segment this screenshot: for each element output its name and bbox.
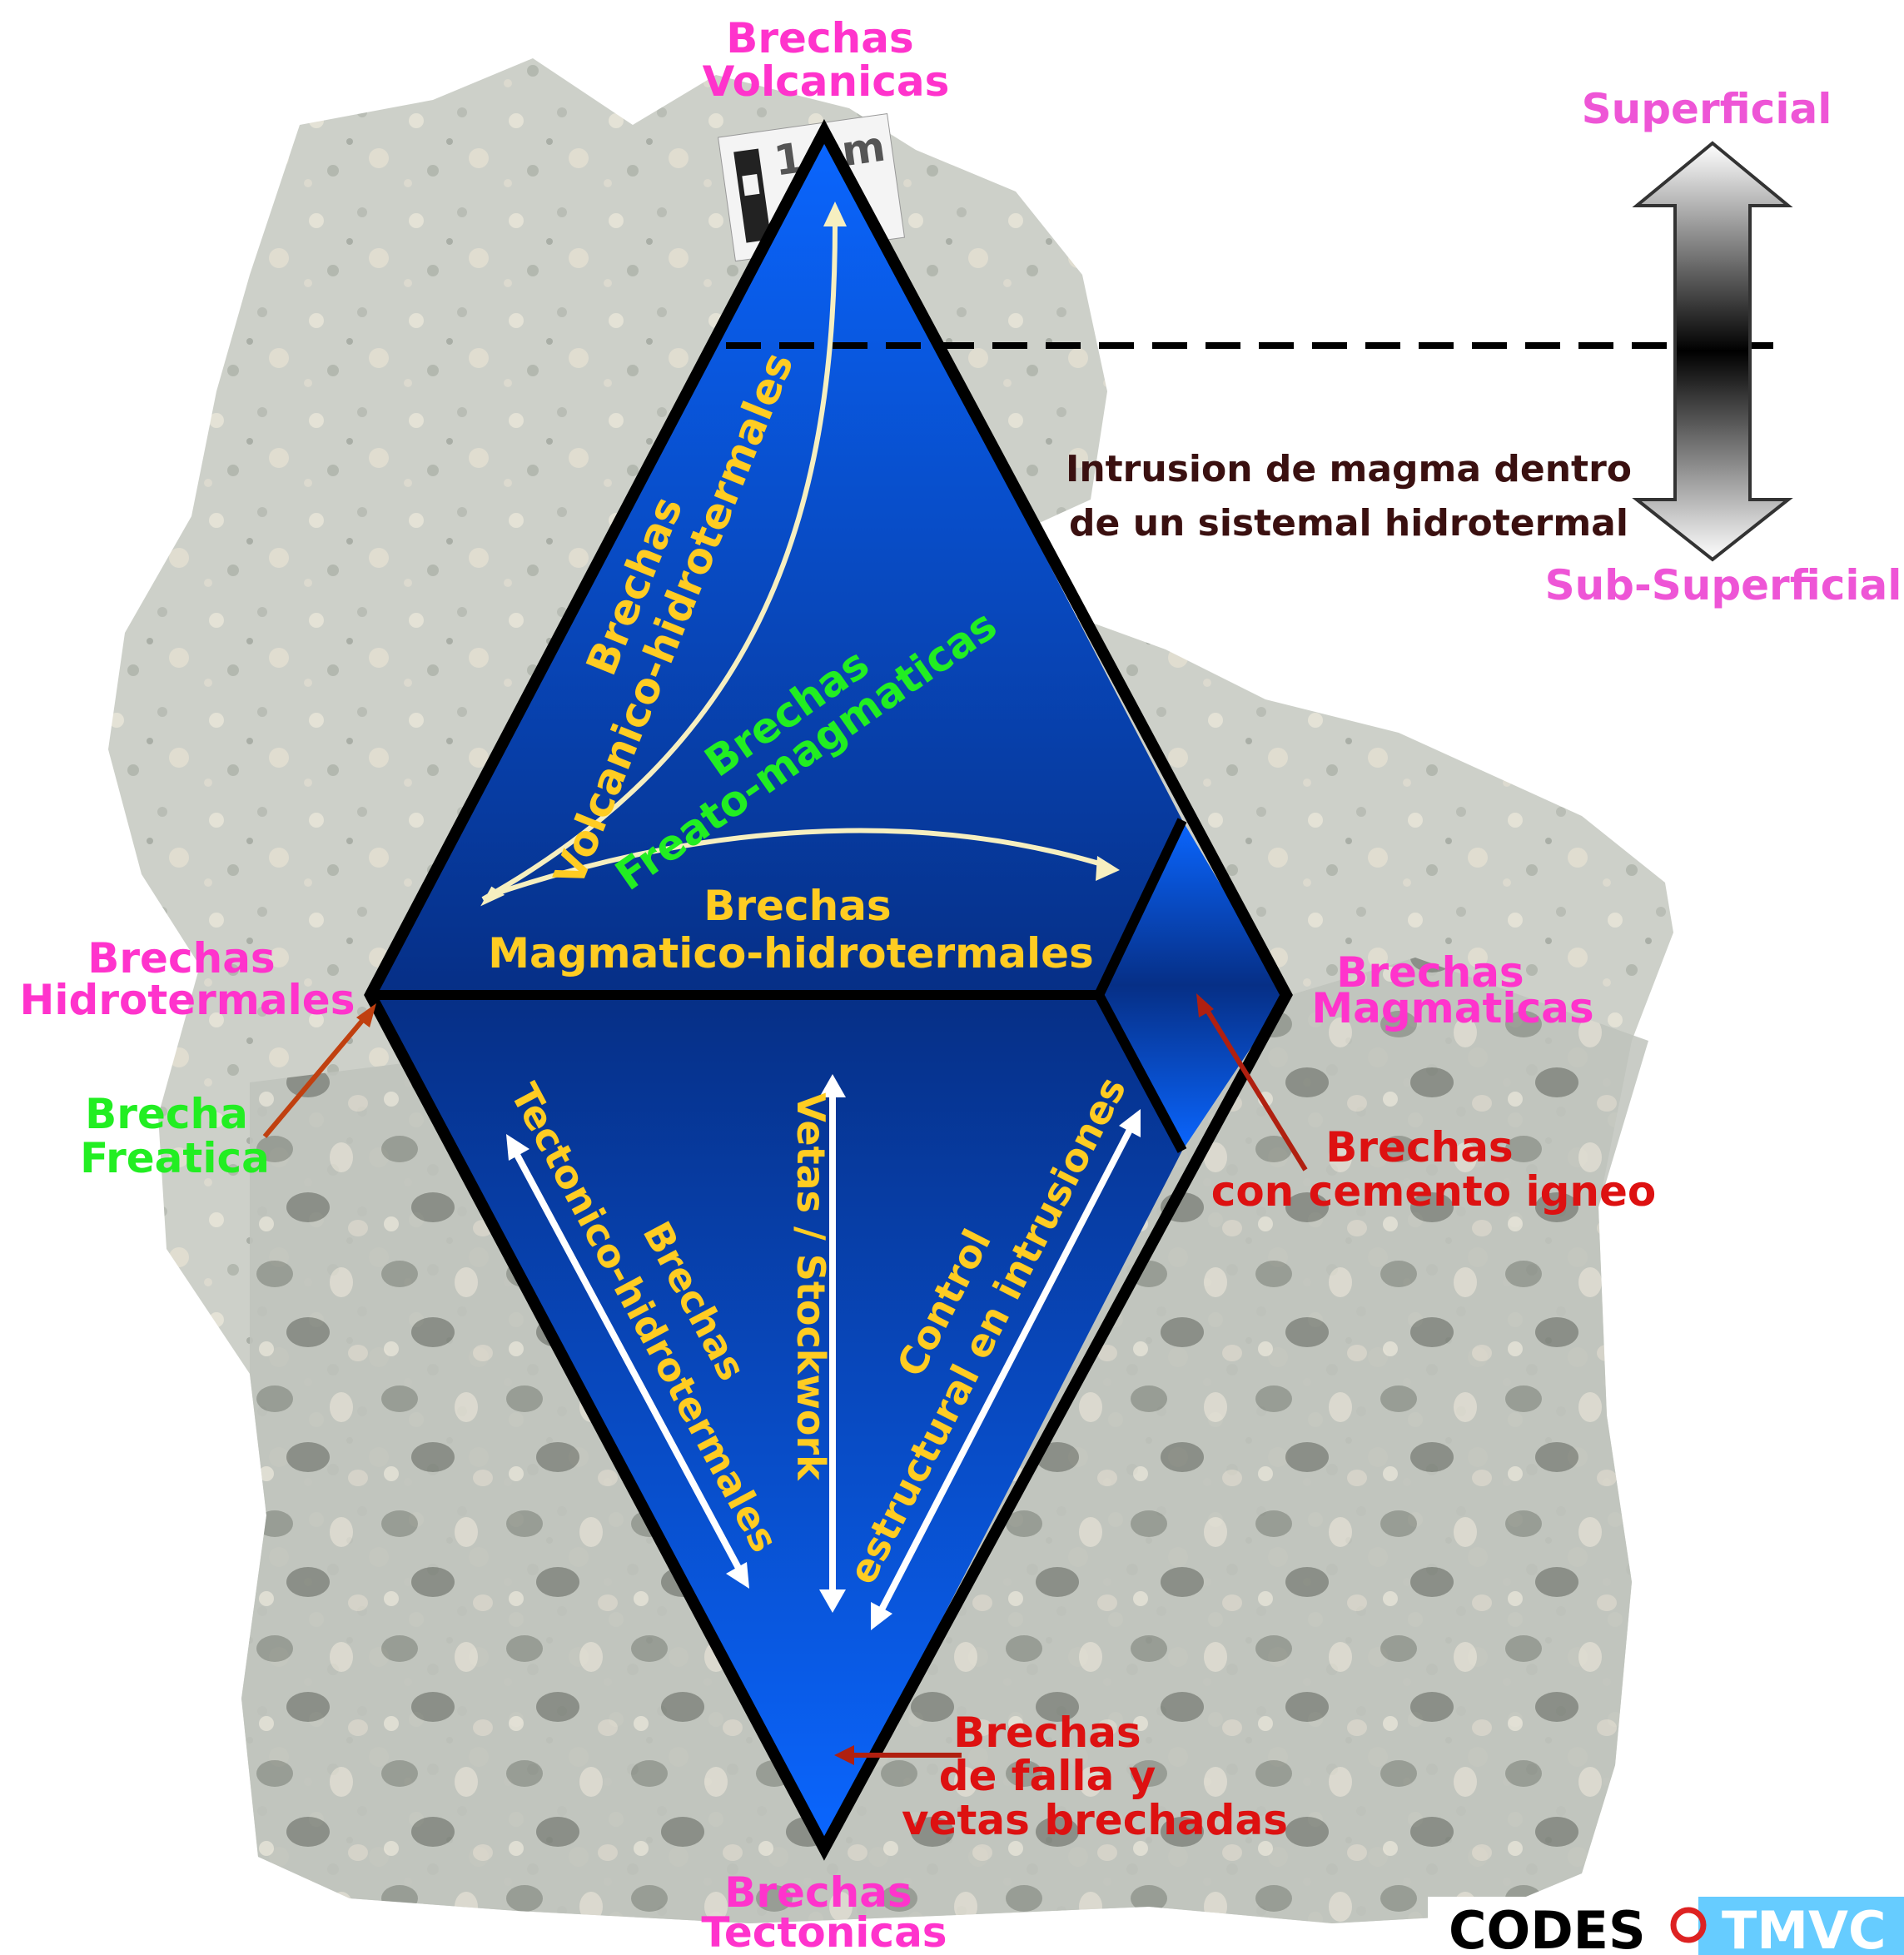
- label-freatica-1: Brecha: [85, 1090, 248, 1138]
- label-subsuperficial: Sub-Superficial: [1545, 561, 1902, 609]
- label-cemento-2: con cemento igneo: [1211, 1167, 1657, 1216]
- logo-mark-icon: [1670, 1907, 1707, 1943]
- label-falla-3: vetas brechadas: [902, 1796, 1288, 1844]
- label-vetas: Vetas / Stockwork: [788, 1092, 833, 1481]
- label-superficial: Superficial: [1582, 85, 1832, 133]
- label-hidrotermales-1: Brechas: [87, 934, 275, 982]
- label-volcanicas-2: Volcanicas: [703, 57, 950, 106]
- label-volcanicas-1: Brechas: [726, 14, 913, 62]
- label-tectonicas-2: Tectonicas: [701, 1908, 947, 1955]
- corner-labels: Brechas Volcanicas Brechas Hidrotermales…: [20, 14, 1594, 1955]
- logo-tmvc-text: TMVC: [1722, 1900, 1886, 1955]
- side-labels: Brecha Freatica Brechas con cemento igne…: [80, 85, 1902, 1844]
- label-magmaticas-1: Brechas: [1336, 948, 1524, 997]
- lower-trend-arrows: [506, 1074, 1141, 1630]
- label-magmaticas-2: Magmaticas: [1311, 984, 1593, 1032]
- label-hidrotermales-2: Hidrotermales: [20, 976, 355, 1024]
- label-magm-hidro-1: Brechas: [703, 882, 891, 930]
- pointer-arrows: [262, 993, 1308, 1765]
- depth-double-arrow: [1632, 141, 1793, 562]
- label-freatica-2: Freatica: [80, 1134, 270, 1182]
- classification-diamond: [364, 119, 1293, 1861]
- lower-triangle: [370, 995, 1182, 1848]
- label-falla-1: Brechas: [953, 1709, 1141, 1757]
- label-intrusion-1: Intrusion de magma dentro: [1066, 448, 1632, 490]
- label-falla-2: de falla y: [939, 1752, 1156, 1800]
- upper-trend-arrows: [480, 201, 1120, 907]
- upper-triangle: [370, 132, 1182, 995]
- label-intrusion-2: de un sistemal hidrotermal: [1069, 502, 1628, 545]
- label-tectonicas-1: Brechas: [724, 1868, 912, 1917]
- label-cemento-1: Brechas: [1325, 1123, 1513, 1172]
- logo-codes-text: CODES: [1449, 1900, 1646, 1955]
- label-magm-hidro-2: Magmatico-hidrotermales: [488, 929, 1094, 978]
- codes-tmvc-logo: CODES TMVC: [1428, 1897, 1904, 1955]
